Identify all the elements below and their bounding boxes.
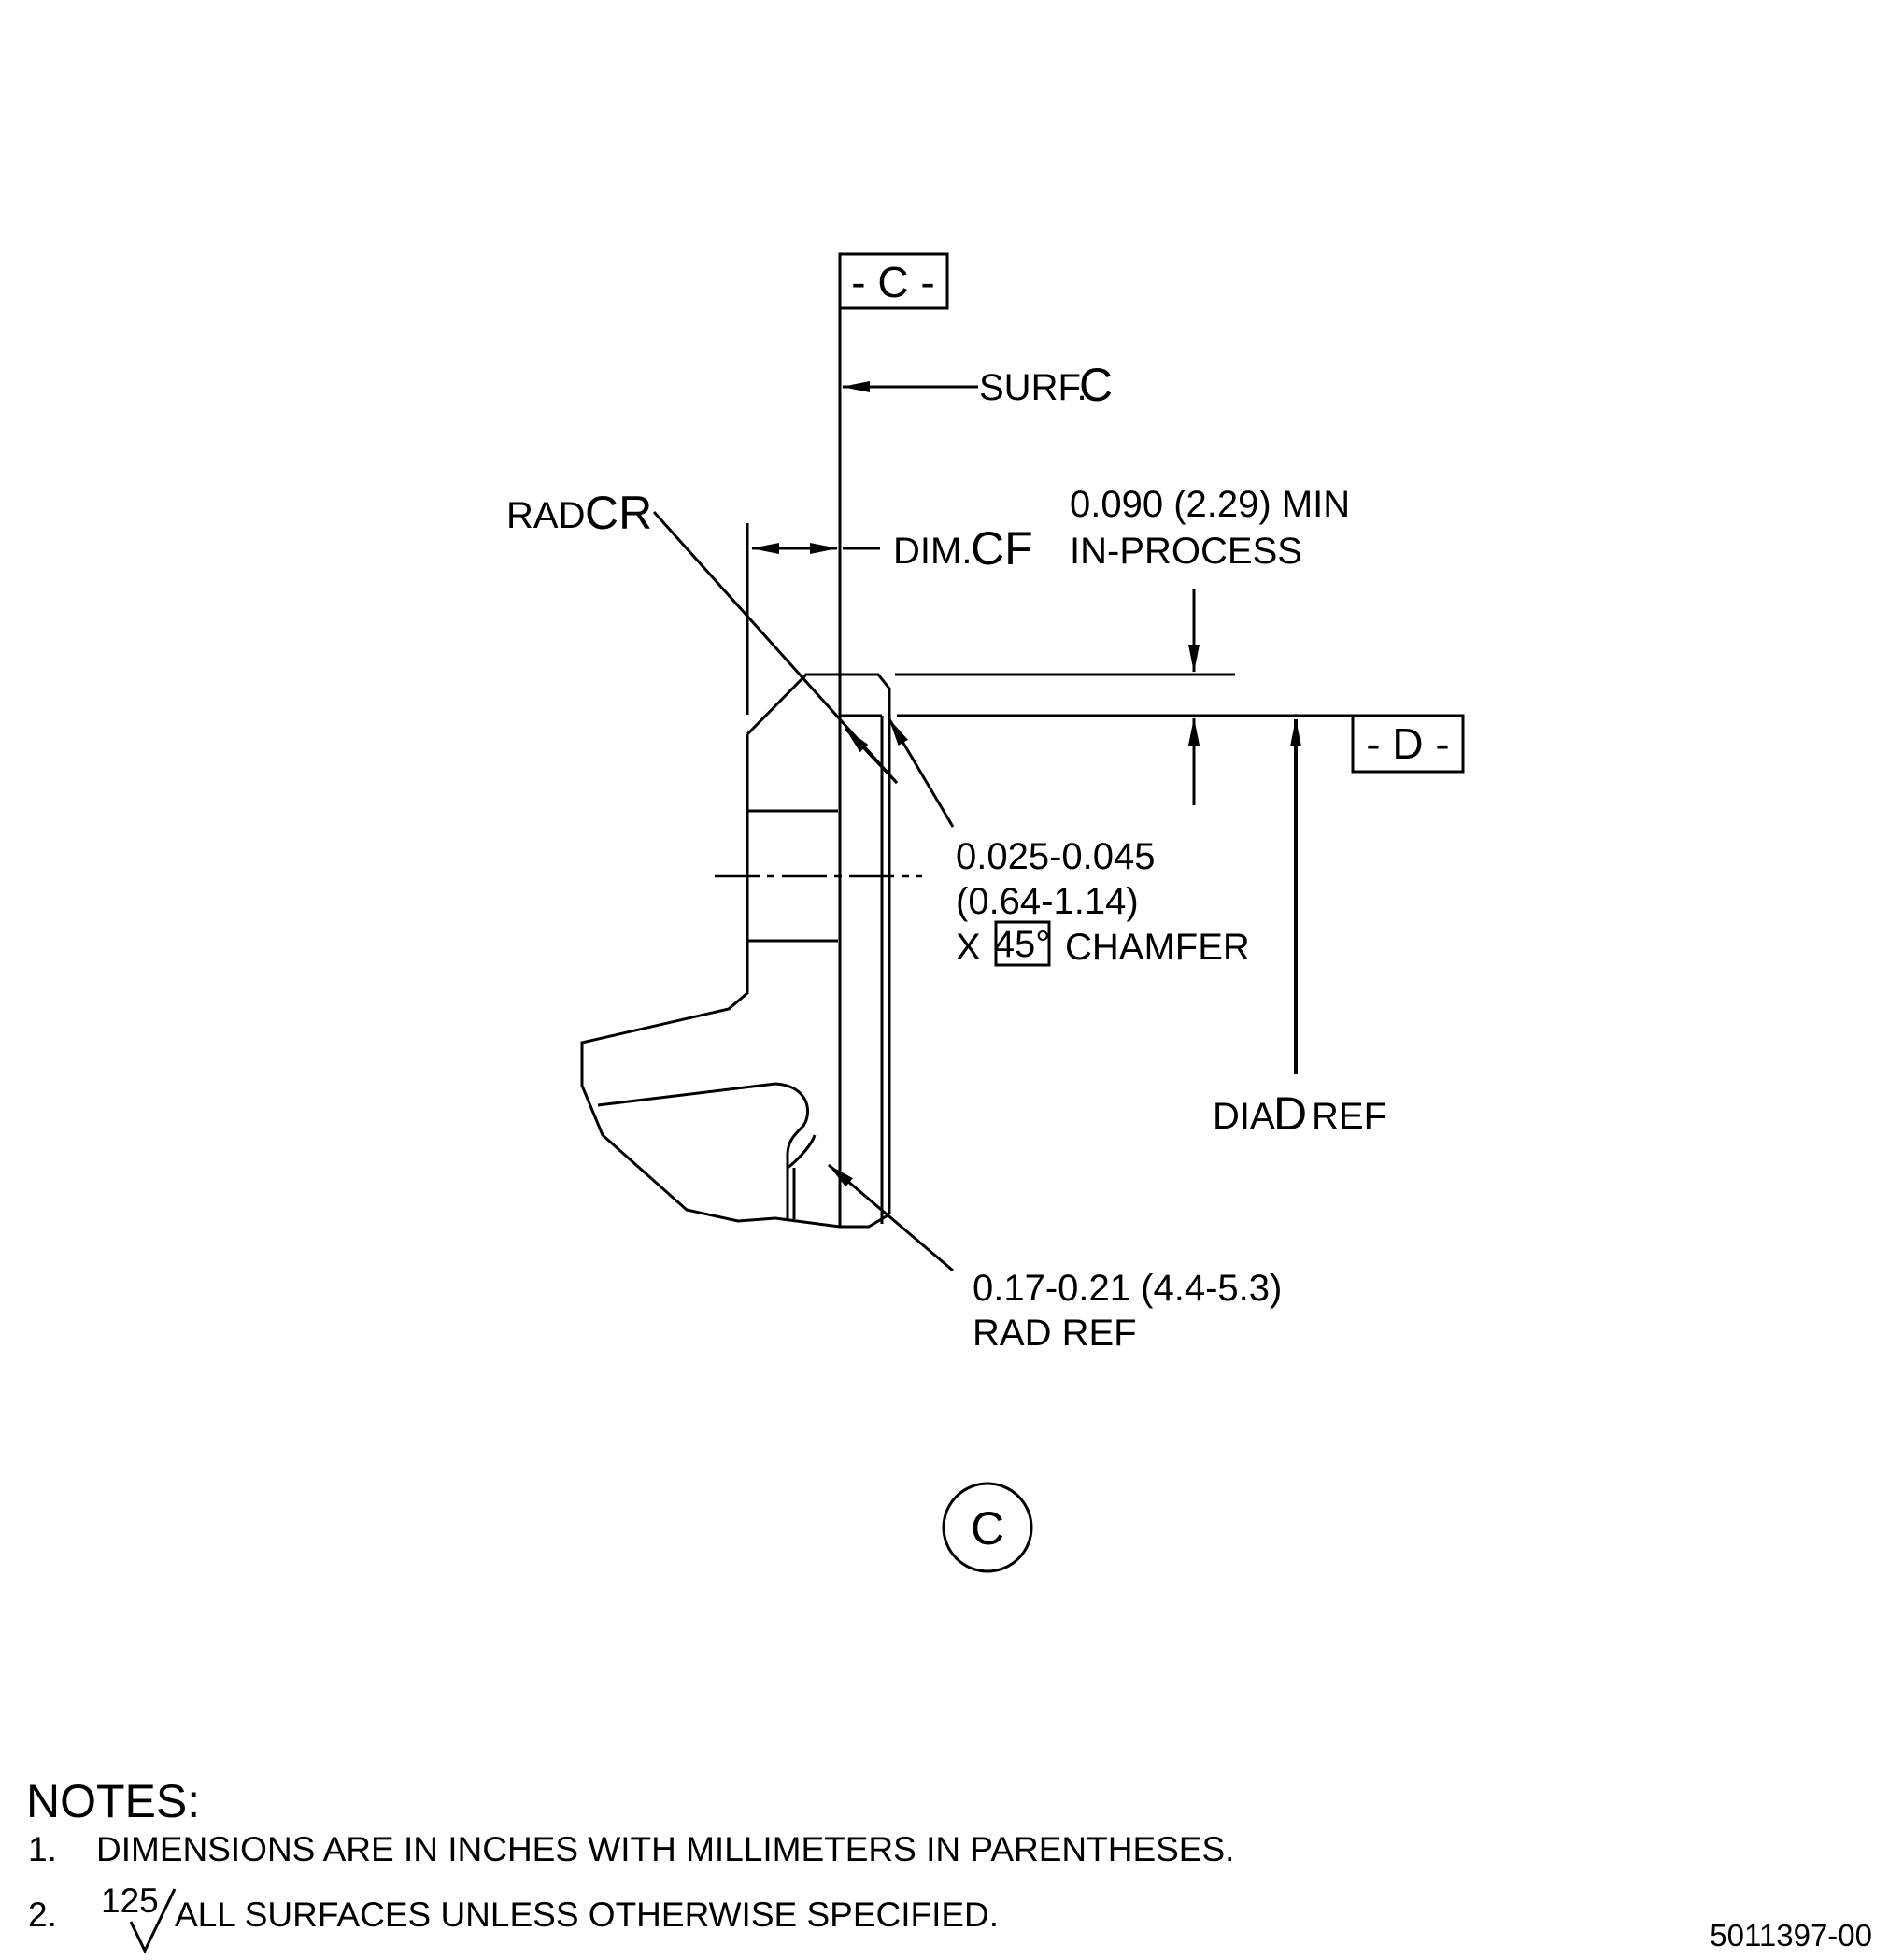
notes: NOTES: 1. DIMENSIONS ARE IN INCHES WITH … (26, 1775, 1234, 1954)
view-label: C (942, 1482, 1033, 1573)
chamfer-callout: 0.025-0.045 (0.64-1.14) X 45° CHAMFER (844, 718, 1250, 968)
chamfer-x: X (956, 927, 981, 968)
dim-cf-letter: CF (971, 522, 1033, 575)
rad-cr-prefix: RAD (506, 495, 585, 536)
min-line-1: 0.090 (2.29) MIN (1070, 484, 1350, 525)
rad-cr-callout: RAD CR (506, 487, 899, 785)
dia-d-letter: D (1273, 1087, 1307, 1140)
note-2-symbol-value: 125 (101, 1882, 159, 1920)
note-2-number: 2. (28, 1896, 57, 1934)
note-1-number: 1. (28, 1830, 57, 1868)
dia-d-prefix: DIA (1213, 1096, 1275, 1137)
datum-d-label: - D - (1366, 719, 1449, 768)
surf-c-prefix: SURF. (979, 367, 1087, 408)
datum-c-label: - C - (851, 258, 934, 306)
rad-ref-leader (828, 1163, 954, 1272)
part-top-edge (746, 673, 891, 736)
surface-finish-icon (129, 1888, 177, 1954)
datum-c: - C - (838, 252, 949, 310)
chamfer-word: CHAMFER (1065, 927, 1250, 968)
rad-ref-line-1: 0.17-0.21 (4.4-5.3) (973, 1268, 1282, 1309)
note-1-text: DIMENSIONS ARE IN INCHES WITH MILLIMETER… (96, 1830, 1234, 1868)
rad-cr-letter: CR (585, 487, 652, 539)
dia-d-suffix: REF (1312, 1096, 1386, 1137)
chamfer-angle-frame (994, 920, 1051, 967)
surf-c-letter: C (1079, 359, 1113, 411)
note-2-text: ALL SURFACES UNLESS OTHERWISE SPECIFIED. (175, 1896, 999, 1934)
dim-cf-prefix: DIM. (893, 531, 972, 572)
rad-ref-line-2: RAD REF (973, 1313, 1137, 1354)
min-line-2: IN-PROCESS (1070, 531, 1302, 572)
dia-d-ref-callout: DIA D REF (1213, 718, 1386, 1140)
chamfer-line-2: (0.64-1.14) (956, 881, 1139, 922)
part-left-edge (580, 734, 890, 1229)
min-in-process-callout: 0.090 (2.29) MIN IN-PROCESS (895, 484, 1350, 805)
part-flange-line (597, 1082, 776, 1107)
dim-cf-callout: DIM. CF (746, 522, 1033, 715)
view-label-letter: C (971, 1502, 1004, 1555)
chamfer-line-1: 0.025-0.045 (956, 836, 1156, 877)
datum-d-frame (1351, 714, 1465, 774)
rad-cr-leader (652, 510, 899, 785)
view-label-circle (942, 1482, 1033, 1573)
drawing-number: 5011397-00 (1710, 1918, 1872, 1953)
notes-title: NOTES: (26, 1775, 200, 1827)
datum-d: - D - (897, 714, 1465, 774)
part-groove (774, 1082, 817, 1219)
chamfer-leader (888, 718, 955, 828)
rad-ref-callout: 0.17-0.21 (4.4-5.3) RAD REF (828, 1163, 1282, 1354)
chamfer-leader-2 (844, 727, 899, 785)
surf-c-callout: SURF. C (842, 359, 1113, 411)
part-profile (580, 673, 922, 1229)
chamfer-angle: 45° (994, 924, 1051, 965)
